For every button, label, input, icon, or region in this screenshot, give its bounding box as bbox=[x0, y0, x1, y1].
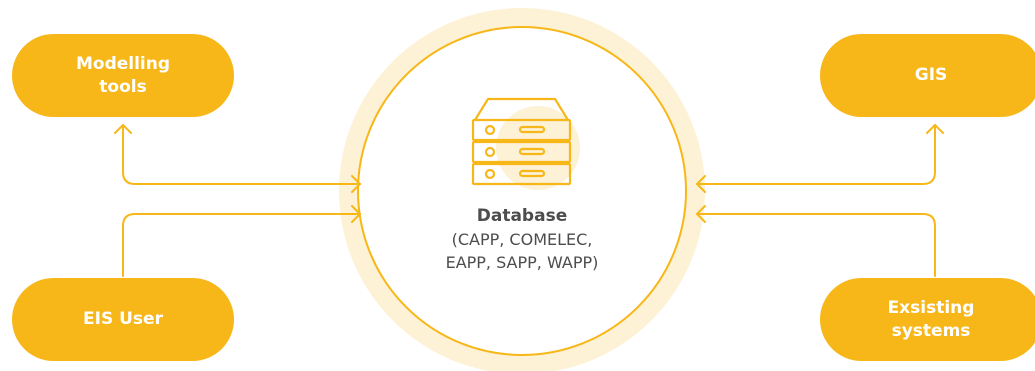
connector-existing-database bbox=[696, 205, 936, 277]
server-stack-icon bbox=[471, 97, 580, 190]
database-label: Database (CAPP, COMELEC, EAPP, SAPP, WAP… bbox=[417, 204, 627, 274]
connector-gis-database bbox=[696, 124, 944, 193]
node-eis-user: EIS User bbox=[12, 278, 234, 361]
node-modelling-tools-line2: tools bbox=[99, 76, 147, 97]
connector-eis-database bbox=[122, 205, 361, 277]
node-modelling-tools-line1: Modelling bbox=[75, 53, 171, 74]
arrow-right-database-1 bbox=[351, 175, 361, 193]
node-modelling-tools: Modelling tools bbox=[12, 34, 234, 117]
arrow-up-gis bbox=[926, 124, 944, 134]
database-title: Database bbox=[476, 206, 568, 226]
database-subtitle-line2: EAPP, SAPP, WAPP) bbox=[445, 253, 599, 272]
arrow-right-database-2 bbox=[351, 205, 361, 223]
arrow-left-database-2 bbox=[696, 205, 706, 223]
database-circle bbox=[357, 26, 687, 356]
node-gis: GIS bbox=[820, 34, 1035, 117]
node-gis-label: GIS bbox=[914, 65, 948, 85]
arrow-up-modelling bbox=[114, 124, 132, 134]
arrow-left-database-1 bbox=[696, 175, 706, 193]
node-existing-systems: Exsisting systems bbox=[820, 278, 1035, 361]
node-existing-systems-line2: systems bbox=[891, 320, 971, 341]
connector-modelling-database bbox=[114, 124, 361, 193]
node-existing-systems-line1: Exsisting bbox=[887, 297, 975, 318]
node-eis-user-label: EIS User bbox=[83, 309, 163, 329]
database-subtitle-line1: (CAPP, COMELEC, bbox=[451, 230, 593, 249]
